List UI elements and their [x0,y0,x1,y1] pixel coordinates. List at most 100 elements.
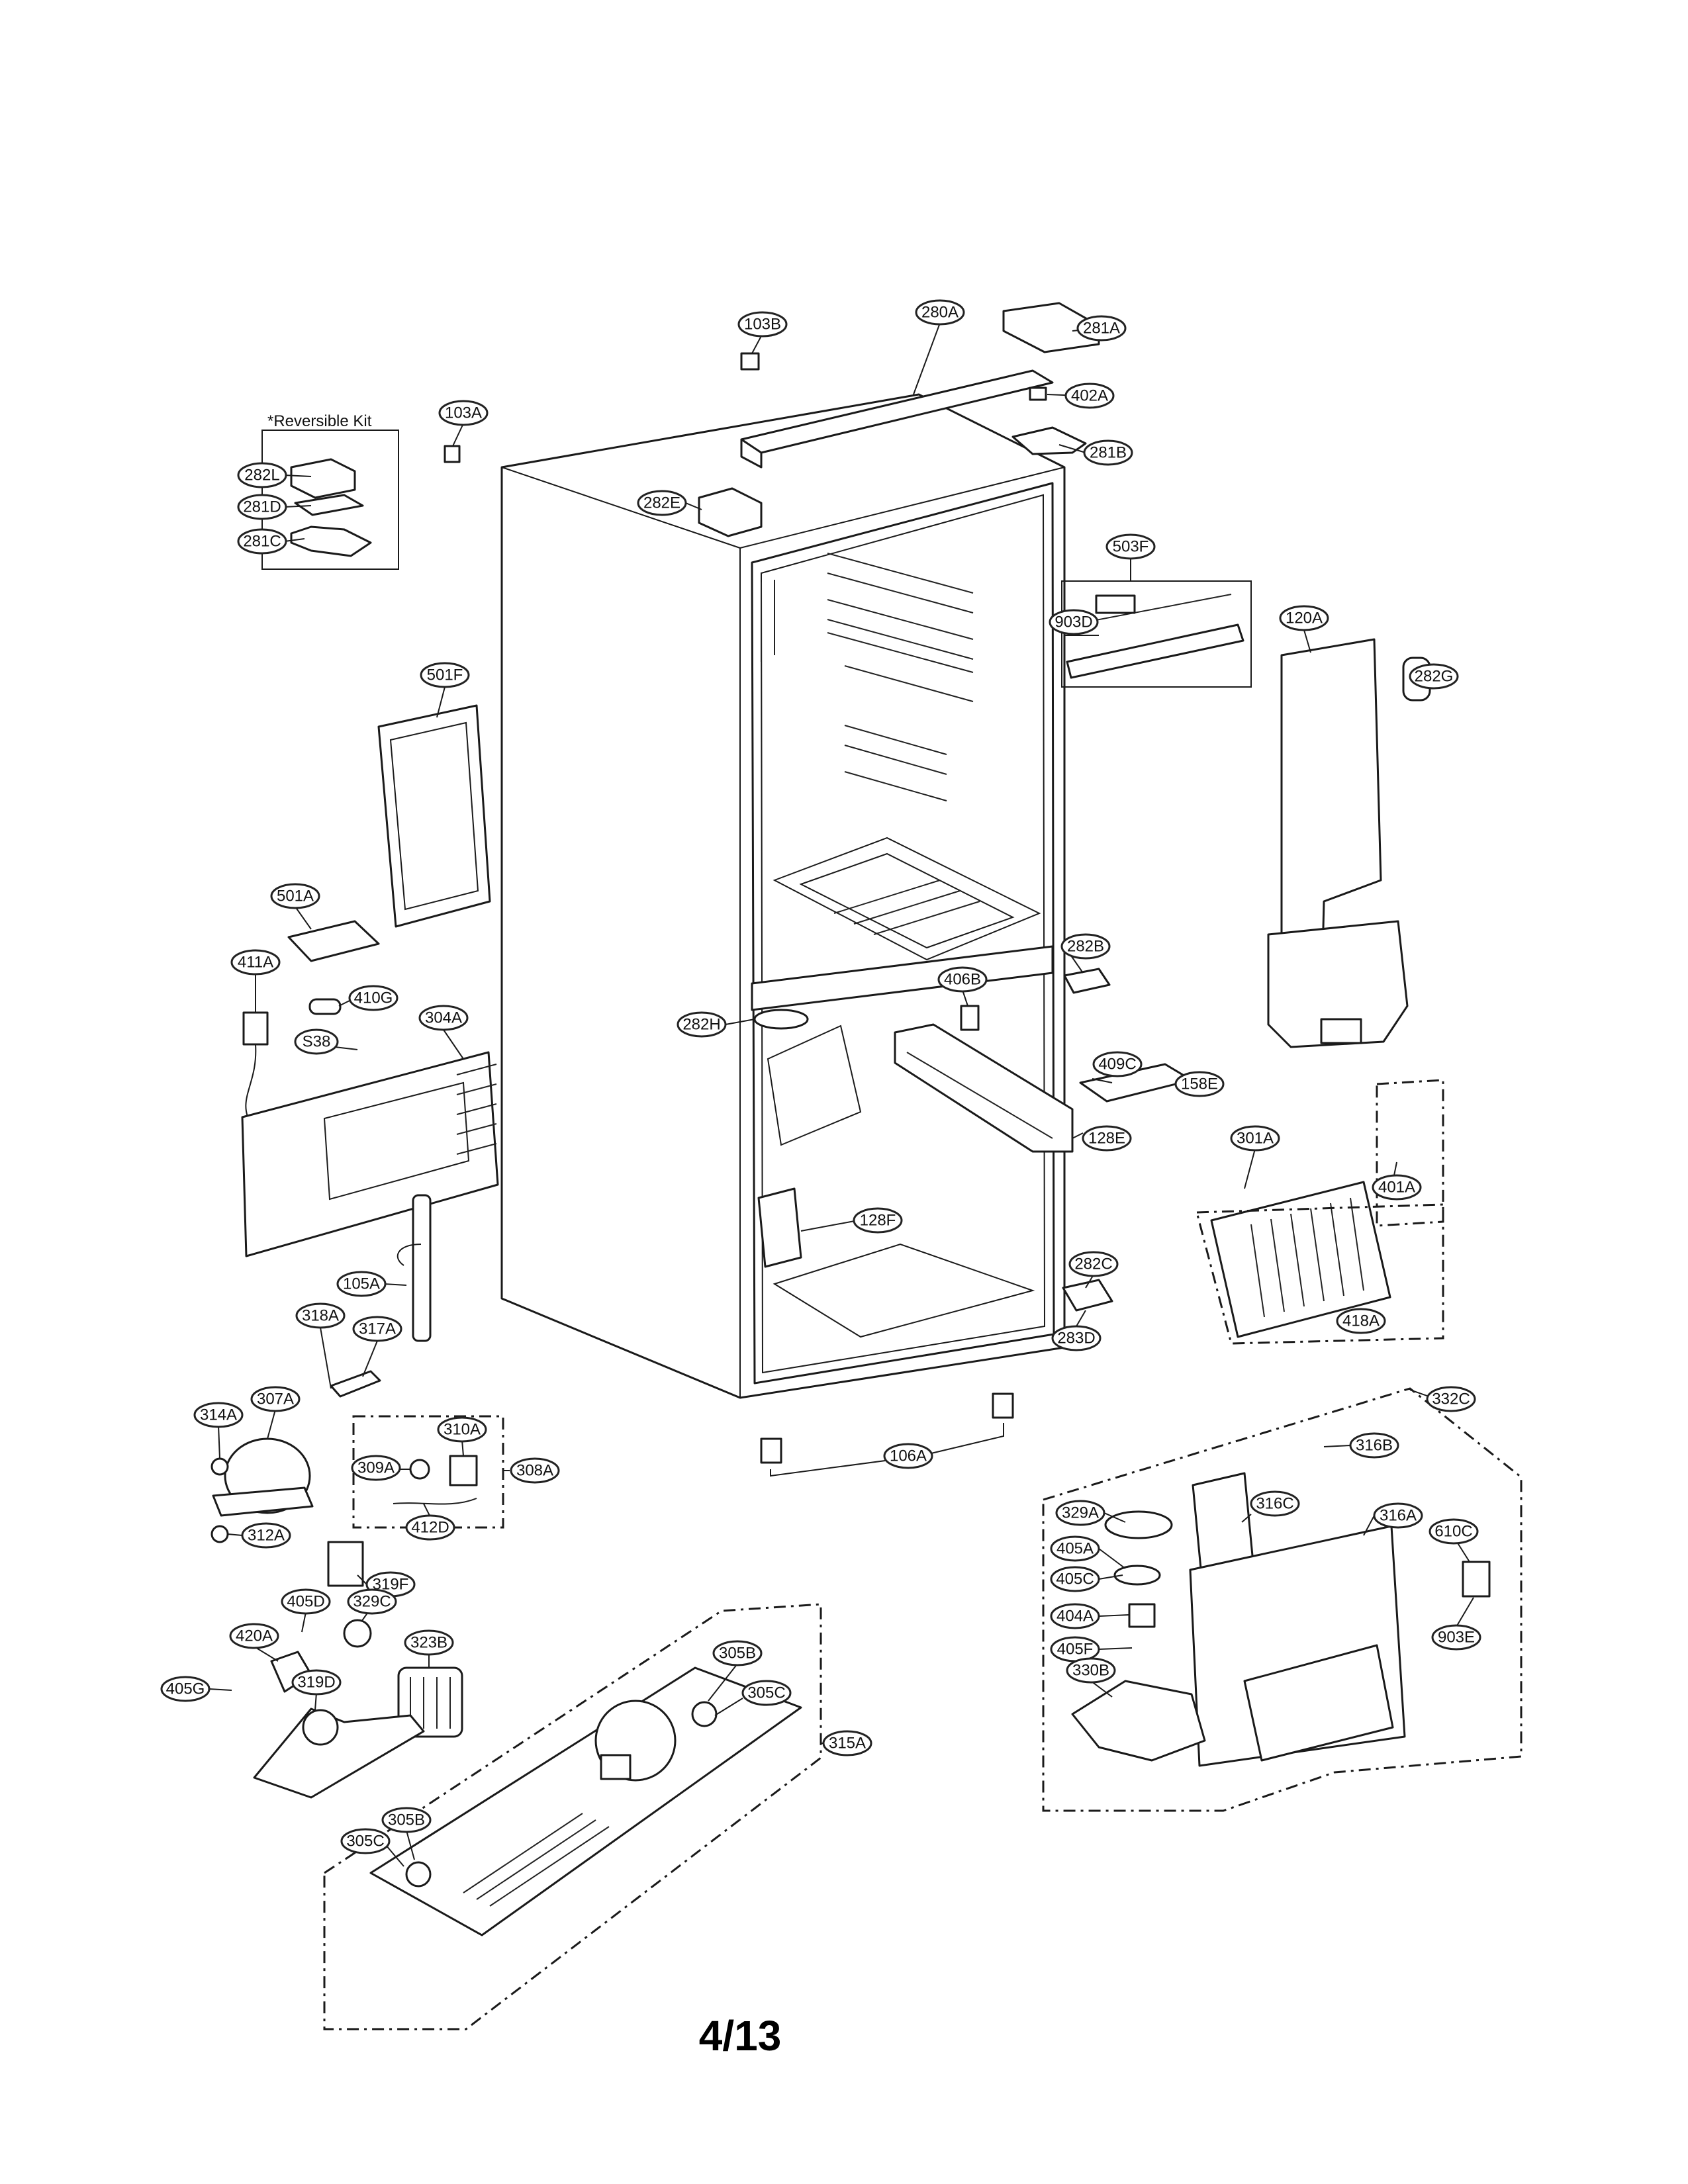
callout-329A: 329A [1055,1500,1105,1526]
page-number: 4/13 [699,2012,782,2060]
svg-text:404A: 404A [1056,1608,1094,1625]
svg-text:305B: 305B [719,1645,756,1662]
callout-314A: 314A [193,1402,244,1428]
callout-501F: 501F [420,662,470,688]
callout-282C: 282C [1068,1251,1119,1277]
callout-317A: 317A [352,1316,402,1342]
callout-903E: 903E [1431,1624,1481,1651]
callout-282G: 282G [1409,663,1459,690]
callout-282E: 282E [637,490,687,516]
callout-106A: 106A [883,1443,933,1469]
callout-412D: 412D [405,1514,455,1541]
part-120A [1267,638,1409,1048]
callout-503F: 503F [1105,533,1156,560]
svg-text:305C: 305C [346,1833,384,1850]
svg-text:402A: 402A [1071,387,1108,405]
callout-105A: 105A [336,1271,387,1297]
callout-281B: 281B [1083,439,1133,466]
callout-330B: 330B [1066,1657,1116,1684]
svg-text:305C: 305C [747,1684,785,1702]
svg-text:405G: 405G [166,1680,205,1698]
callout-305C-lower: 305C [340,1828,391,1854]
svg-text:332C: 332C [1432,1390,1470,1408]
callout-405D: 405D [281,1588,331,1615]
callout-103A: 103A [438,400,489,426]
callout-318A: 318A [295,1302,346,1329]
callout-310A: 310A [437,1416,487,1443]
part-312A [211,1525,229,1543]
callout-282H: 282H [677,1011,727,1038]
svg-text:309A: 309A [357,1459,395,1477]
svg-text:329A: 329A [1062,1504,1099,1522]
callout-405A: 405A [1050,1535,1100,1562]
callout-281D: 281D [237,494,287,520]
svg-text:405A: 405A [1056,1540,1094,1558]
callout-158E: 158E [1174,1071,1225,1097]
part-315A [323,1603,822,2030]
svg-text:412D: 412D [411,1519,449,1537]
svg-text:305B: 305B [388,1811,425,1829]
svg-text:405C: 405C [1056,1570,1094,1588]
callout-420A: 420A [229,1623,279,1649]
part-282H [753,1009,809,1030]
part-103A [444,445,461,463]
part-317A [330,1370,381,1398]
callout-406B: 406B [937,966,988,993]
callout-405C: 405C [1050,1566,1100,1592]
callout-103B: 103B [737,311,788,338]
part-282C [1062,1279,1113,1312]
svg-text:411A: 411A [238,954,273,972]
callout-283D: 283D [1051,1325,1102,1351]
svg-text:301A: 301A [1237,1130,1274,1148]
part-103B [740,352,760,371]
callout-410G: 410G [348,985,399,1011]
part-501A [287,920,380,962]
callout-903D: 903D [1049,609,1099,635]
callout-S38: S38 [294,1028,339,1055]
callout-316A: 316A [1373,1502,1423,1529]
shelf-rails [827,553,974,801]
callout-316B: 316B [1349,1432,1399,1459]
reversible-kit [261,430,399,570]
svg-text:420A: 420A [236,1627,273,1645]
svg-text:283D: 283D [1057,1330,1095,1347]
callout-305C: 305C [741,1680,792,1706]
callout-128F: 128F [853,1207,903,1234]
callout-405G: 405G [160,1676,211,1702]
svg-text:409C: 409C [1098,1056,1136,1073]
callout-307A: 307A [250,1386,301,1412]
callout-304A: 304A [418,1005,469,1031]
part-301A [1210,1181,1391,1338]
part-411A [242,979,269,1126]
svg-text:281B: 281B [1090,444,1127,462]
svg-text:610C: 610C [1434,1523,1472,1541]
svg-text:310A: 310A [444,1421,481,1439]
svg-text:316A: 316A [1380,1507,1417,1525]
callout-316C: 316C [1250,1490,1300,1517]
callout-282B: 282B [1060,933,1111,960]
svg-text:S38: S38 [303,1033,331,1051]
part-319F [327,1541,364,1587]
callout-281A: 281A [1076,315,1127,341]
part-329C [343,1619,372,1648]
callout-282L: 282L [237,462,287,488]
callout-305B: 305B [712,1640,763,1666]
svg-text:105A: 105A [343,1275,380,1293]
callout-312A: 312A [241,1522,291,1549]
callout-128E: 128E [1082,1125,1132,1152]
part-319D [253,1707,425,1799]
callout-301A: 301A [1230,1125,1280,1152]
part-106A [760,1392,1014,1477]
callout-409C: 409C [1092,1051,1143,1077]
part-410G [308,998,342,1015]
svg-text:281D: 281D [243,498,281,516]
part-406B [960,1005,980,1031]
callout-319D: 319D [291,1669,342,1696]
callout-308A: 308A [510,1457,560,1484]
svg-text:401A: 401A [1378,1179,1415,1197]
svg-text:282C: 282C [1074,1255,1112,1273]
svg-text:282B: 282B [1067,938,1104,956]
svg-text:282H: 282H [682,1016,720,1034]
callout-305B-lower: 305B [381,1807,432,1833]
svg-text:318A: 318A [302,1307,339,1325]
